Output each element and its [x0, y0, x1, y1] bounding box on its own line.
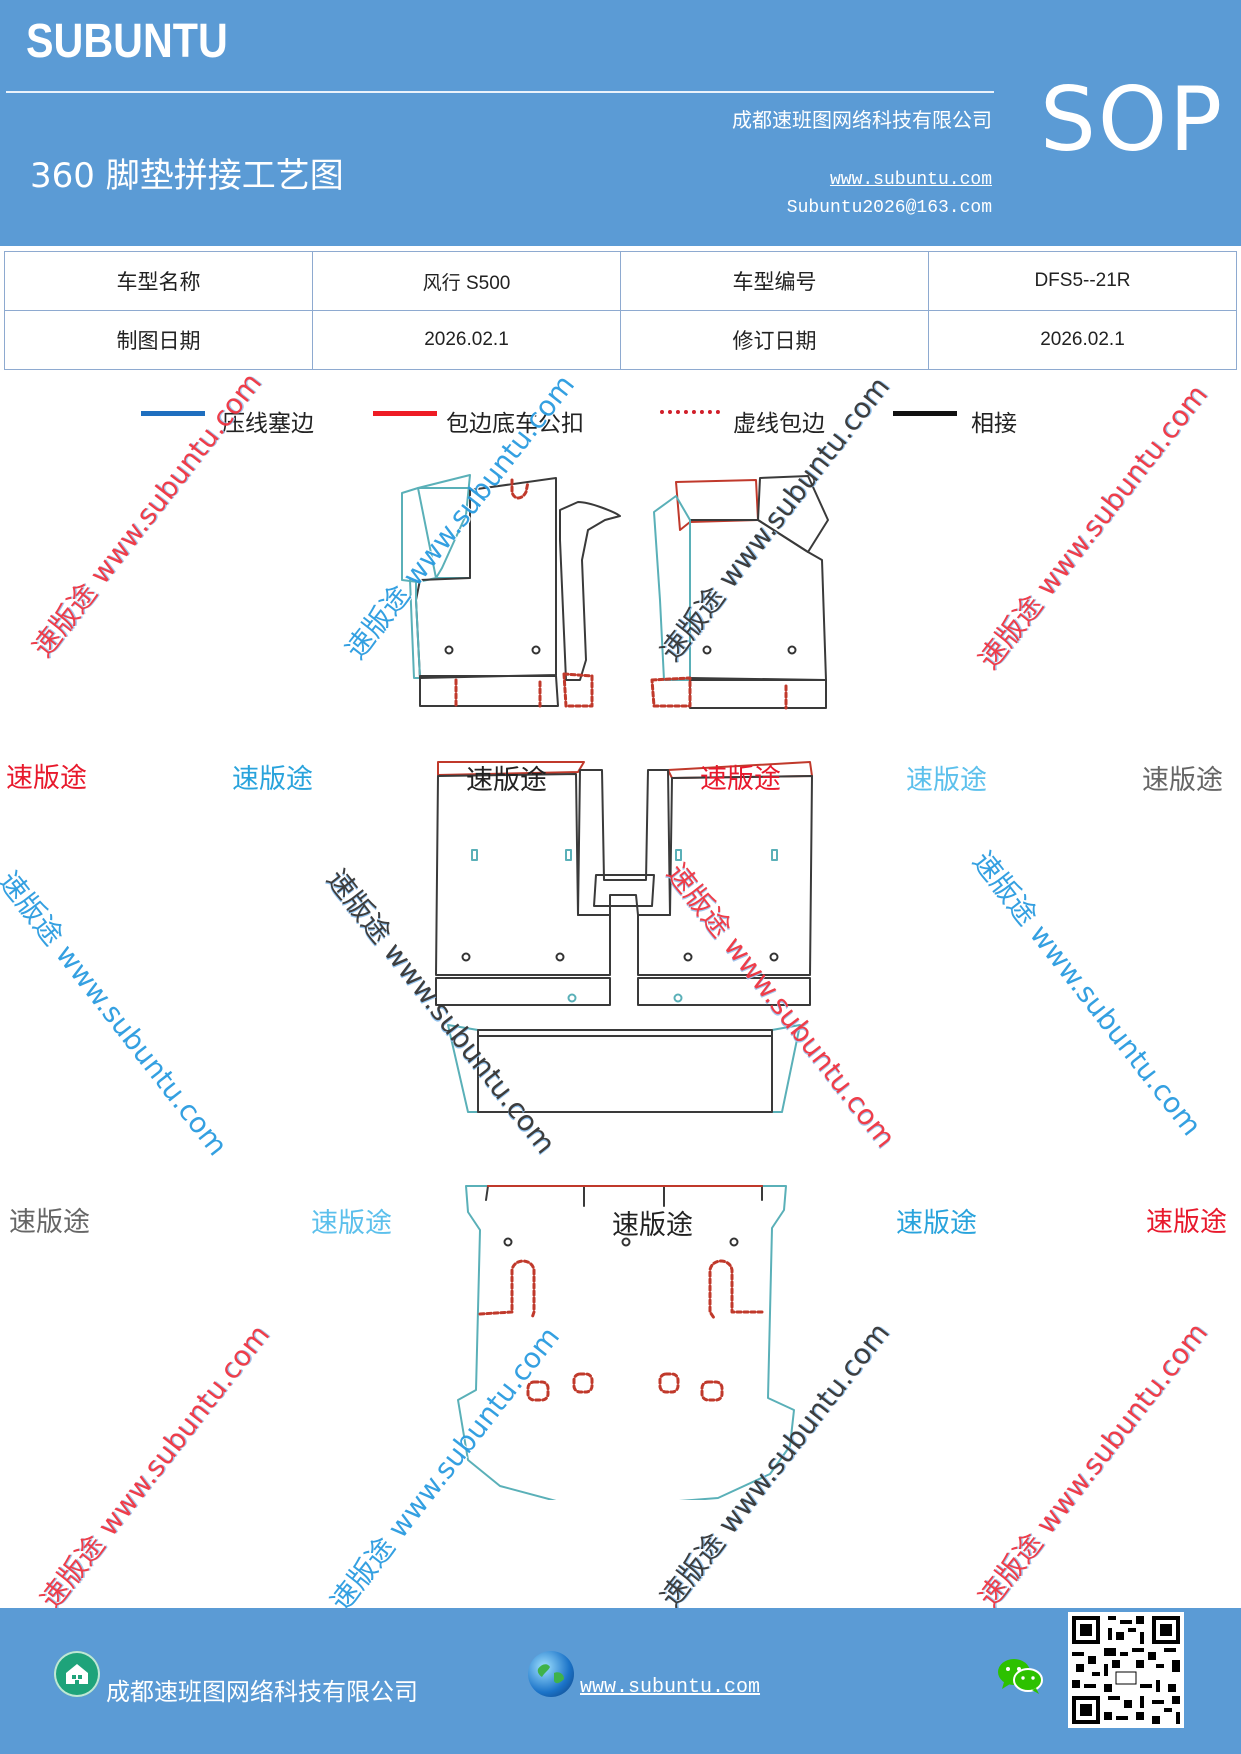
driver-mat-piece	[401, 474, 621, 708]
header-divider	[6, 91, 994, 93]
document-title: 360 脚垫拼接工艺图	[30, 156, 344, 196]
passenger-mat-piece	[650, 475, 829, 710]
table-row: 车型名称 风行 S500 车型编号 DFS5--21R	[4, 251, 1237, 311]
wechat-icon[interactable]	[996, 1656, 1044, 1696]
legend-label: 虚线包边	[733, 411, 825, 437]
legend-swatch-press-seam	[141, 411, 205, 416]
watermark-text: 速版途	[466, 765, 547, 796]
model-code-value: DFS5--21R	[928, 251, 1237, 311]
vehicle-info-table: 车型名称 风行 S500 车型编号 DFS5--21R 制图日期 2026.02…	[4, 251, 1237, 370]
watermark-text: 速版途	[1142, 765, 1223, 796]
header-email: Subuntu2026@163.com	[786, 198, 992, 218]
legend-swatch-joint	[893, 411, 957, 416]
brand-logo: SUBUNTU	[26, 15, 228, 68]
draw-date-label: 制图日期	[4, 310, 313, 370]
legend-swatch-edge-buckle	[373, 411, 437, 416]
header-website-link[interactable]: www.subuntu.com	[829, 170, 992, 190]
watermark-text: 速版途	[311, 1208, 392, 1239]
globe-icon	[528, 1651, 574, 1697]
model-name-label: 车型名称	[4, 251, 313, 311]
model-name-value: 风行 S500	[312, 251, 621, 311]
qr-code	[1068, 1612, 1184, 1728]
legend-label: 包边底车公扣	[446, 411, 584, 437]
watermark-text: 速版途	[896, 1208, 977, 1239]
header-banner	[0, 0, 1241, 246]
second-row-mat-piece	[435, 761, 813, 1113]
revise-date-value: 2026.02.1	[928, 310, 1237, 370]
header-company-name: 成都速班图网络科技有限公司	[732, 108, 992, 132]
legend-swatch-dashed-edge	[660, 410, 720, 414]
model-code-label: 车型编号	[620, 251, 929, 311]
footer-company-name: 成都速班图网络科技有限公司	[106, 1678, 418, 1706]
sop-label: SOP	[1040, 68, 1225, 171]
table-row: 制图日期 2026.02.1 修订日期 2026.02.1	[4, 310, 1237, 370]
watermark-text: 速版途	[9, 1207, 90, 1238]
watermark-text: 速版途	[612, 1210, 693, 1241]
revise-date-label: 修订日期	[620, 310, 929, 370]
floor-mat-diagram	[401, 474, 829, 1500]
trunk-mat-piece	[457, 1185, 795, 1500]
watermark-text: 速版途	[906, 765, 987, 796]
draw-date-value: 2026.02.1	[312, 310, 621, 370]
watermark-text: 速版途	[1146, 1207, 1227, 1238]
company-building-icon	[54, 1651, 100, 1697]
legend-label: 相接	[971, 411, 1017, 437]
legend-label: 压线塞边	[222, 411, 314, 437]
watermark-text: 速版途	[6, 763, 87, 794]
watermark-text: 速版途	[700, 764, 781, 795]
watermark-text: 速版途	[232, 764, 313, 795]
footer-website-link[interactable]: www.subuntu.com	[580, 1676, 761, 1699]
